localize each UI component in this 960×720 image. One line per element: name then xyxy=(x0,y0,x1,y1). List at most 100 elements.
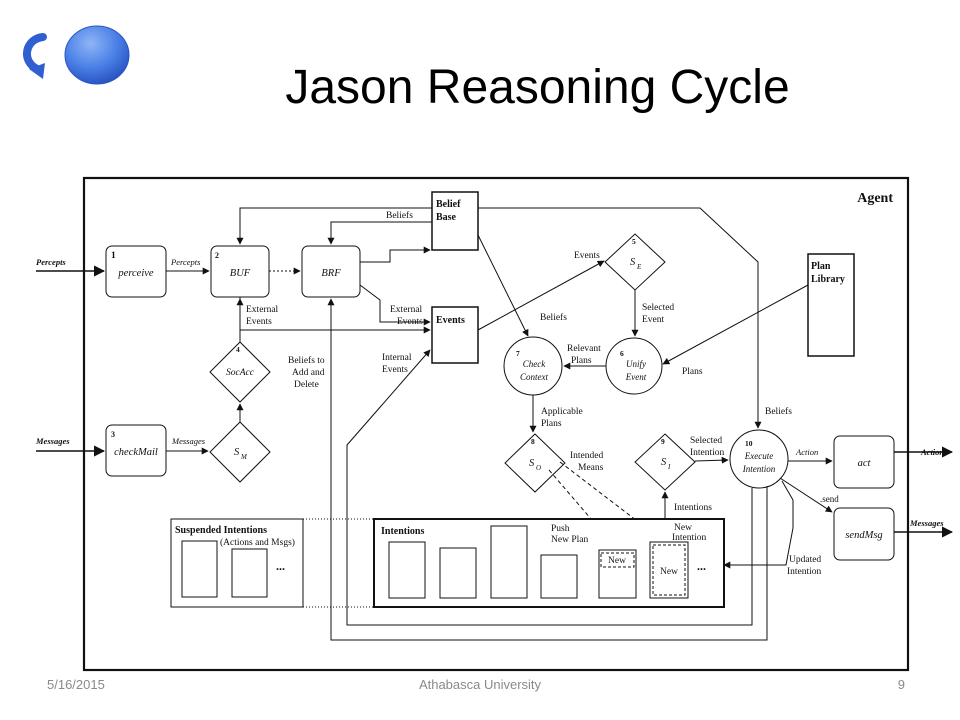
selected-intention-2: Intention xyxy=(690,448,725,458)
percepts-label: Percepts xyxy=(170,257,201,267)
socacc-node xyxy=(209,341,271,403)
suspended-subtitle: (Actions and Msgs) xyxy=(220,537,295,548)
intended-means-2: Means xyxy=(578,463,604,473)
messages-label: Messages xyxy=(171,436,206,446)
internal-events-2: Events xyxy=(382,365,408,375)
socacc-number: 4 xyxy=(236,345,240,354)
beliefs-to-3: Delete xyxy=(294,380,319,390)
brf-node xyxy=(301,245,361,298)
slide-title: Jason Reasoning Cycle xyxy=(285,61,790,114)
applicable-plans-1: Applicable xyxy=(541,407,583,417)
beliefs-mid-label: Beliefs xyxy=(540,312,567,323)
intentions-edge-label: Intentions xyxy=(674,503,712,513)
plans-label: Plans xyxy=(682,367,703,377)
push-new-plan-1: Push xyxy=(551,524,570,534)
sm-label: S xyxy=(234,447,240,458)
beliefs-to-1: Beliefs to xyxy=(288,355,325,366)
external-events-1b: Events xyxy=(246,317,272,327)
socacc-label: SocAcc xyxy=(226,368,255,378)
belief-base-line1: Belief xyxy=(436,199,461,210)
unify-number: 6 xyxy=(620,349,624,358)
messages-in-label: Messages xyxy=(35,436,70,446)
external-events-2a: External xyxy=(390,305,423,315)
unify-line2: Event xyxy=(625,372,647,382)
selected-event-2: Event xyxy=(642,315,665,325)
plan-library-line1: Plan xyxy=(811,261,831,272)
send-label: .send xyxy=(820,494,839,504)
se-sub: E xyxy=(636,263,642,271)
selected-intention-1: Selected xyxy=(690,436,722,446)
new-intention-2: Intention xyxy=(672,533,707,543)
se-number: 5 xyxy=(632,237,636,246)
events-edge-label: Events xyxy=(574,251,600,261)
selected-event-1: Selected xyxy=(642,303,674,313)
beliefs-top-label: Beliefs xyxy=(386,210,413,221)
si-sub: I xyxy=(667,463,671,471)
new-plan-label: New xyxy=(608,556,626,566)
se-label: S xyxy=(630,257,636,268)
checkmail-number: 3 xyxy=(111,430,115,439)
execute-line2: Intention xyxy=(742,464,776,474)
execute-number: 10 xyxy=(745,439,753,448)
sendmsg-label: sendMsg xyxy=(845,530,882,541)
plan-library-line2: Library xyxy=(811,274,845,285)
perceive-number: 1 xyxy=(111,251,116,261)
suspended-ellipsis: ... xyxy=(276,559,285,573)
so-node xyxy=(504,433,566,493)
si-label: S xyxy=(661,457,667,468)
act-node xyxy=(833,435,895,489)
sendmsg-node xyxy=(833,507,895,561)
execute-intention-node xyxy=(729,429,789,489)
sm-sub: M xyxy=(240,453,248,461)
beliefs-to-2: Add and xyxy=(292,368,325,378)
new-intention-box-label: New xyxy=(660,567,678,577)
belief-base-node xyxy=(431,191,479,251)
intended-means-1: Intended xyxy=(570,451,603,461)
relevant-plans-2: Plans xyxy=(571,356,592,366)
execute-line1: Execute xyxy=(744,451,773,461)
applicable-plans-2: Plans xyxy=(541,419,562,429)
actions-out-label: Actions xyxy=(920,447,948,457)
checkmail-label: checkMail xyxy=(114,447,158,458)
percepts-in-label: Percepts xyxy=(36,257,66,267)
unify-line1: Unify xyxy=(626,359,646,369)
events-node-label: Events xyxy=(436,315,465,326)
action-label: Action xyxy=(795,447,818,457)
sm-node xyxy=(209,421,271,483)
so-sub: O xyxy=(536,464,541,472)
agent-frame xyxy=(82,176,910,672)
perceive-label: perceive xyxy=(117,268,154,279)
external-events-2b: Events xyxy=(397,317,423,327)
events-node xyxy=(431,306,479,364)
brf-label: BRF xyxy=(321,268,341,279)
check-number: 7 xyxy=(516,349,520,358)
si-number: 9 xyxy=(661,437,665,446)
agent-label: Agent xyxy=(857,191,893,206)
circular-arrow-and-sphere-logo-icon xyxy=(23,25,130,85)
push-new-plan-2: New Plan xyxy=(551,535,588,545)
footer-date: 5/16/2015 xyxy=(47,677,105,692)
si-node xyxy=(634,433,696,491)
new-intention-1: New xyxy=(674,523,692,533)
act-label: act xyxy=(858,458,872,469)
footer-page-number: 9 xyxy=(897,677,905,692)
footer-institution: Athabasca University xyxy=(418,677,542,692)
so-label: S xyxy=(529,458,535,469)
updated-intention-1: Updated xyxy=(789,555,821,565)
beliefs-right-label: Beliefs xyxy=(765,406,792,417)
check-line2: Context xyxy=(520,372,548,382)
internal-events-1: Internal xyxy=(382,353,412,363)
updated-intention-2: Intention xyxy=(787,567,822,577)
belief-base-line2: Base xyxy=(436,212,457,223)
suspended-title: Suspended Intentions xyxy=(175,525,267,536)
relevant-plans-1: Relevant xyxy=(567,344,601,354)
intentions-title: Intentions xyxy=(381,526,424,537)
plan-library-node xyxy=(807,253,855,357)
buf-number: 2 xyxy=(215,251,219,260)
intentions-ellipsis: ... xyxy=(697,559,706,573)
messages-out-label: Messages xyxy=(909,518,944,528)
check-line1: Check xyxy=(523,359,546,369)
external-events-1a: External xyxy=(246,305,279,315)
buf-label: BUF xyxy=(230,268,251,279)
